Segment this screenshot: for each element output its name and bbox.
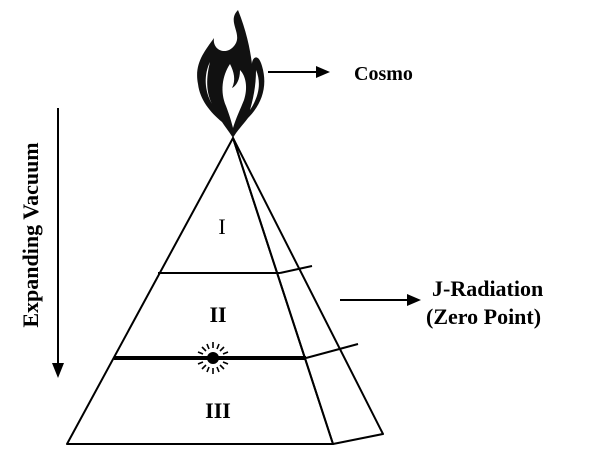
level-1-label: I bbox=[218, 214, 225, 239]
level-3-label: III bbox=[205, 398, 231, 423]
pyramid-front-face bbox=[66, 137, 334, 445]
level-2-label: II bbox=[209, 302, 226, 327]
cosmo-arrow bbox=[268, 66, 330, 78]
radiation-label-line2: (Zero Point) bbox=[426, 304, 541, 329]
pyramid-side-face bbox=[232, 137, 384, 445]
flame-icon bbox=[197, 10, 265, 138]
vacuum-arrow bbox=[52, 108, 64, 378]
expanding-vacuum-label: Expanding Vacuum bbox=[18, 142, 43, 327]
cosmo-label: Cosmo bbox=[354, 63, 413, 85]
radiation-label-line1: J-Radiation bbox=[432, 276, 543, 301]
zero-point-burst-icon bbox=[197, 342, 229, 374]
radiation-arrow bbox=[340, 294, 421, 306]
